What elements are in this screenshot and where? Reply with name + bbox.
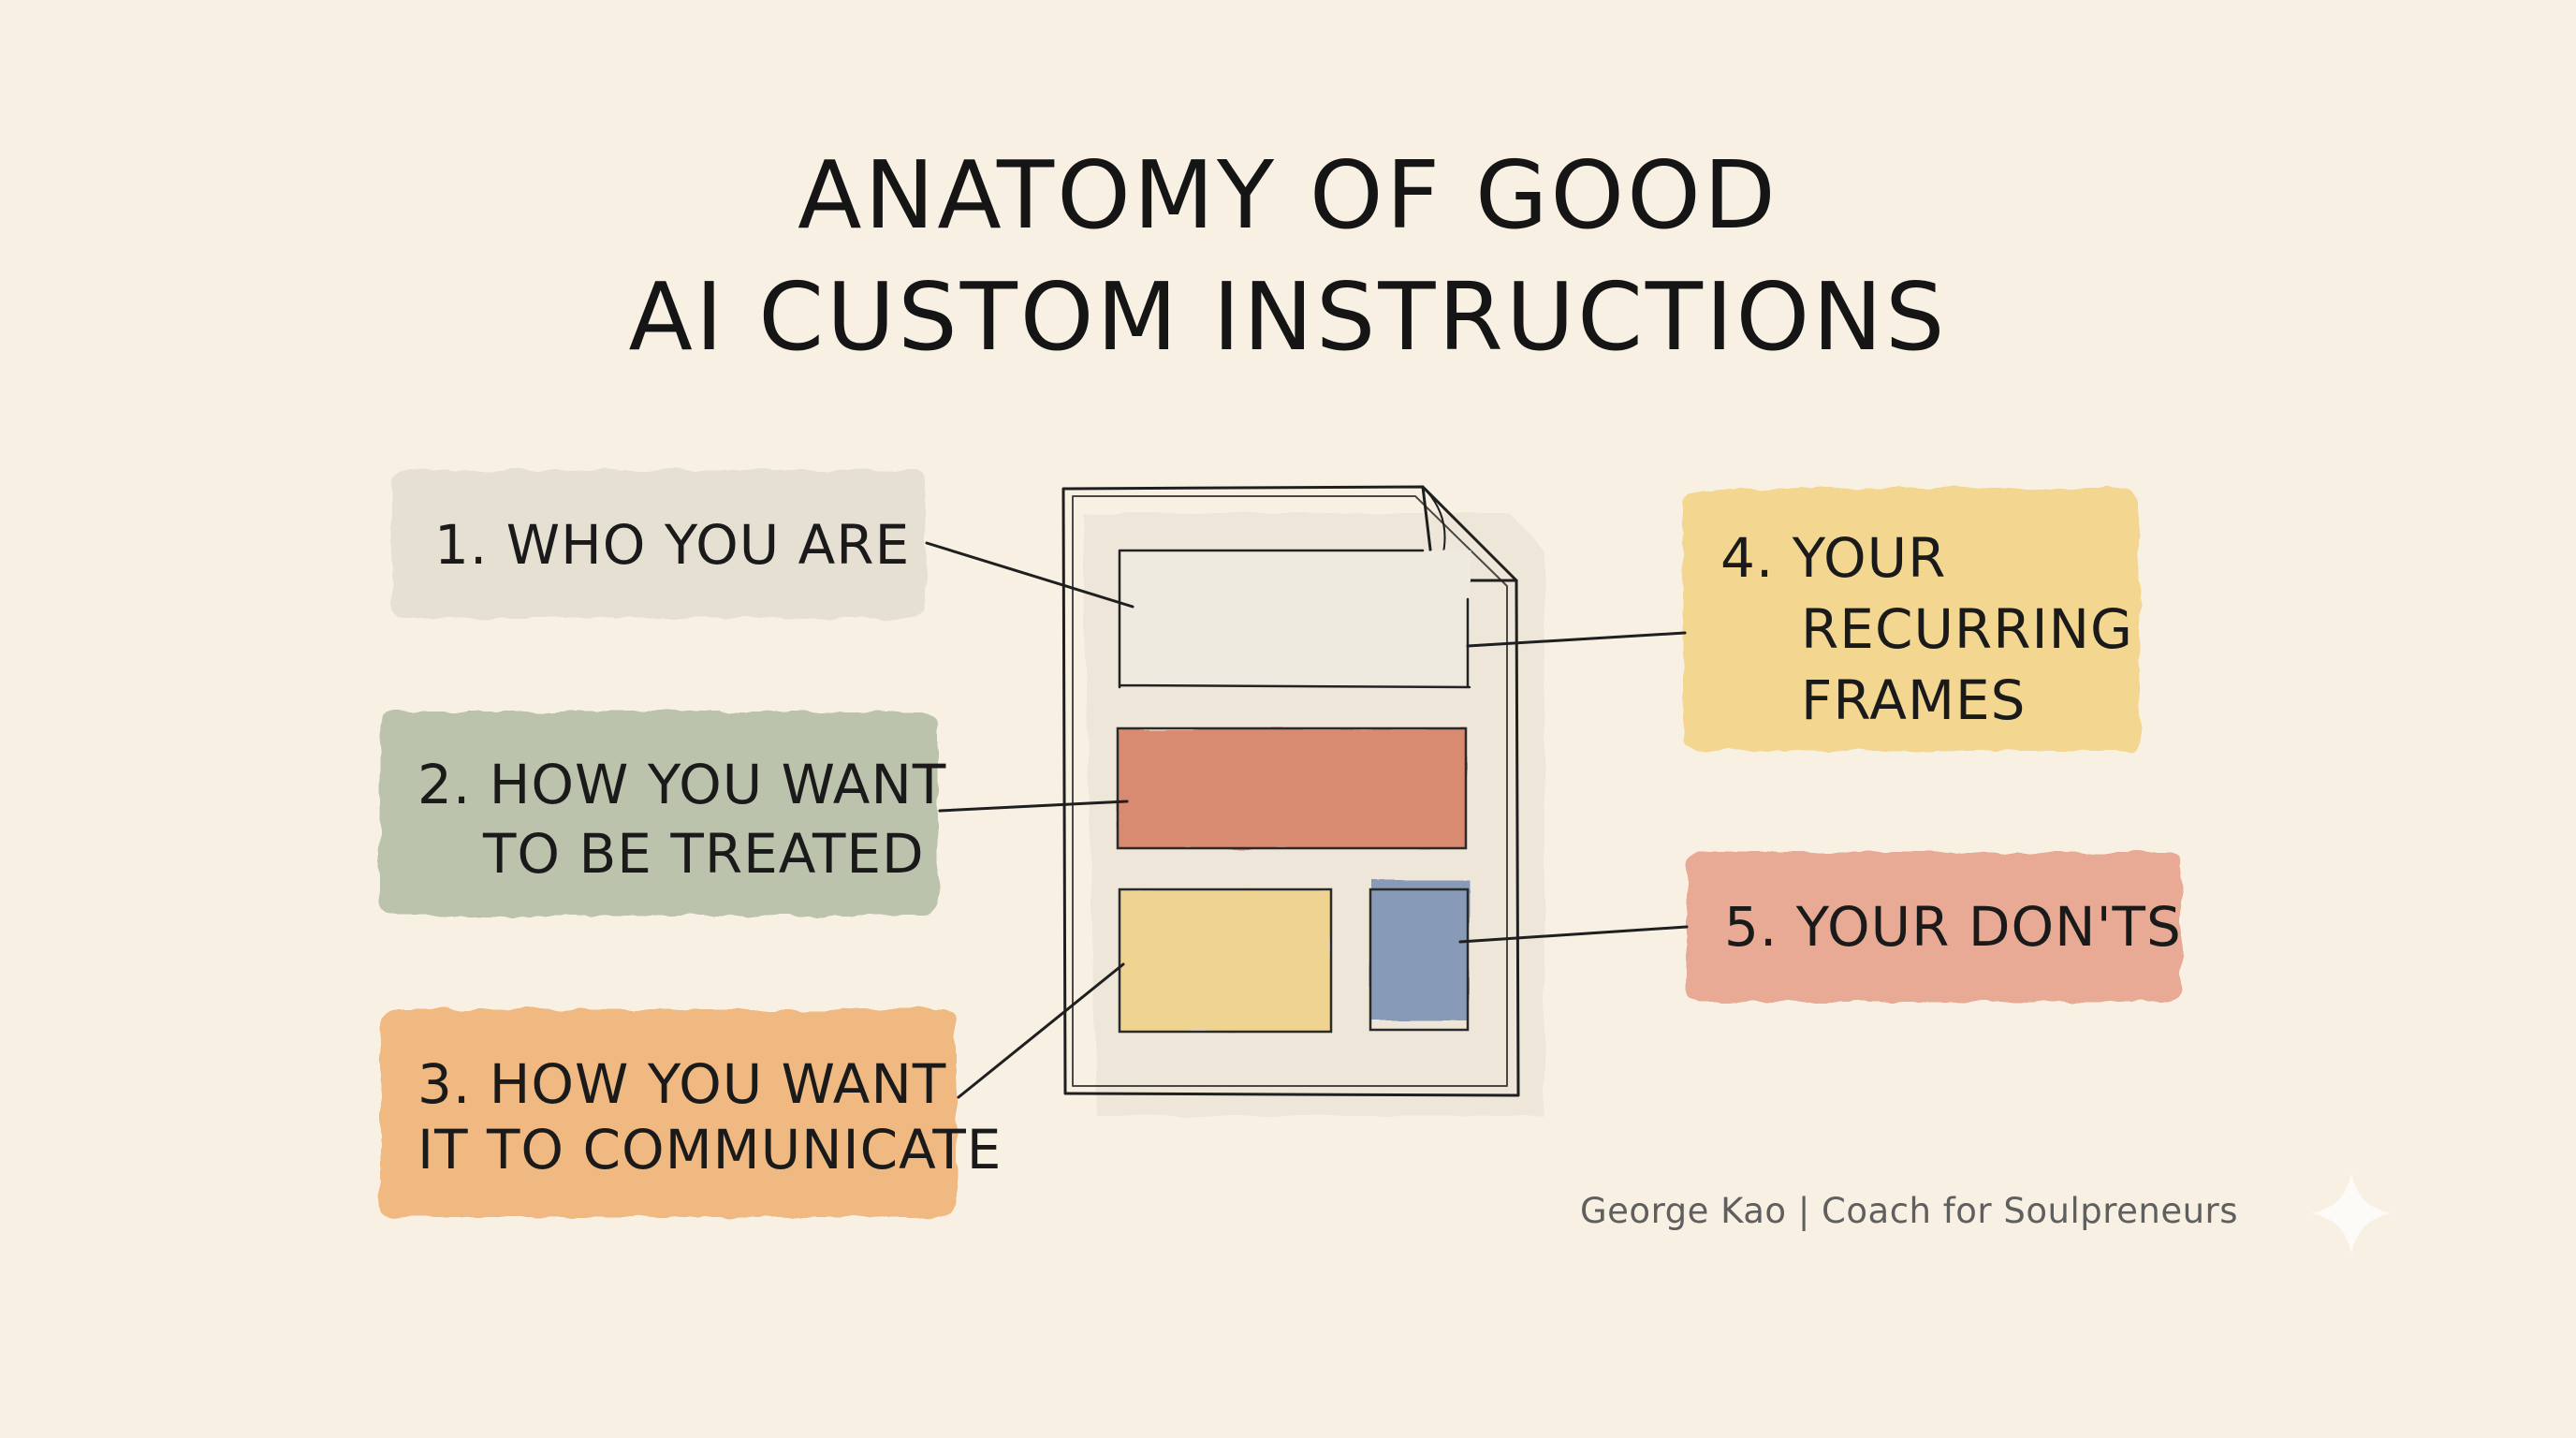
label-4-line-2: RECURRING <box>1801 597 2133 661</box>
label-2-line-1: 2. HOW YOU WANT <box>417 753 947 816</box>
page-title-line-2: AI CUSTOM INSTRUCTIONS <box>628 262 1948 372</box>
label-box-3 <box>380 1009 957 1217</box>
label-box-5 <box>1687 852 2181 1002</box>
label-box-1 <box>391 470 925 618</box>
label-5-text: 5. YOUR DON'TS <box>1724 895 2182 959</box>
label-box-4 <box>1683 489 2140 751</box>
author-credit: George Kao | Coach for Soulpreneurs <box>1580 1191 2239 1231</box>
connector-3 <box>957 962 1125 1099</box>
connector-4 <box>1466 631 1687 648</box>
document-bottom-right-section <box>1368 880 1470 1032</box>
document-header-section <box>1118 549 1471 689</box>
connector-1 <box>925 541 1134 609</box>
connector-2 <box>938 800 1129 813</box>
label-4-line-1: 4. YOUR <box>1720 526 1947 590</box>
label-2-line-2: TO BE TREATED <box>483 822 925 886</box>
document-middle-section <box>1116 726 1468 850</box>
document-bottom-left-section <box>1118 888 1333 1034</box>
label-4-line-3: FRAMES <box>1801 668 2027 732</box>
page-title-line-1: ANATOMY OF GOOD <box>798 140 1778 250</box>
label-3-line-1: 3. HOW YOU WANT <box>417 1052 947 1116</box>
connector-5 <box>1458 925 1689 944</box>
label-1-text: 1. WHO YOU ARE <box>434 513 911 577</box>
label-3-line-2: IT TO COMMUNICATE <box>417 1118 1003 1181</box>
sparkle-icon <box>2310 1172 2393 1255</box>
label-box-2 <box>380 712 938 916</box>
connector-lines <box>925 541 1689 1099</box>
